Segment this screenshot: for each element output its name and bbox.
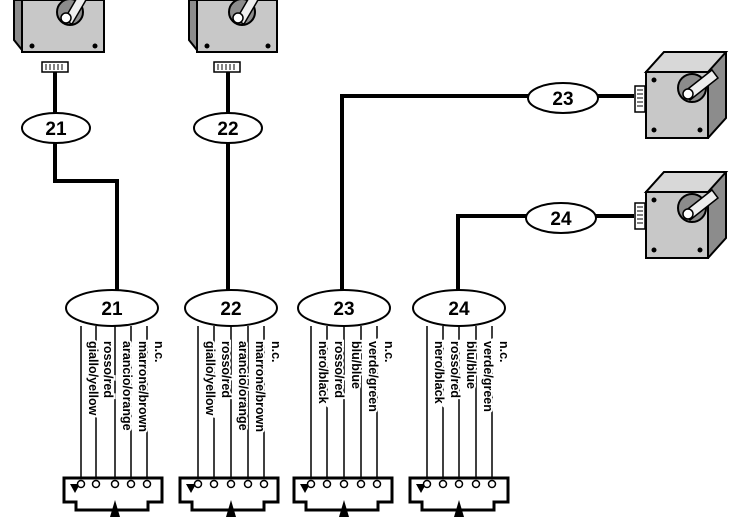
connector-label: 24 [448,299,470,320]
connector-22: 22 giallo/yellow rosso/red arancio/orang… [178,289,285,517]
motor-shaft-icon [56,0,87,26]
terminal-block-icon [62,476,164,512]
cable-label-23: 23 [527,82,599,114]
connector-24: 24 nero/black rosso/red blu/blue verde/g… [408,289,513,517]
wire-label: verde/green [481,341,495,412]
wire-label: arancio/orange [120,341,134,431]
terminal-block-icon [408,476,510,512]
triangle-marker-icon [110,500,120,517]
cable-label-text: 22 [217,119,238,140]
motor-23 [634,51,729,139]
wire-label: arancio/orange [236,341,250,431]
terminal-block-icon [292,476,394,512]
cable-label-text: 21 [45,119,67,140]
wire-labels: nero/black rosso/red blu/blue verde/gree… [314,339,398,414]
wire-label: rosso/red [219,341,233,398]
connector-label: 23 [333,299,354,320]
connector-23: 23 nero/black rosso/red blu/blue verde/g… [292,289,398,517]
wire-label: n.c. [497,341,511,363]
motor-shaft-icon [228,0,259,26]
wire-labels: giallo/yellow rosso/red arancio/orange m… [201,339,285,434]
cable-21 [53,72,119,292]
triangle-marker-icon [454,500,464,517]
wire-label: blu/blue [464,341,478,389]
wire-label: marrone/brown [253,341,267,432]
motor-shaft-icon [677,188,720,223]
wire-label: n.c. [382,341,396,363]
wire-labels: nero/black rosso/red blu/blue verde/gree… [430,339,513,414]
wire-label: rosso/red [332,341,346,398]
terminal-block-icon [178,476,280,512]
triangle-marker-icon [226,500,236,517]
wire-label: nero/black [316,341,330,404]
wire-label: rosso/red [101,341,115,398]
triangle-marker-icon [339,500,349,517]
wire-label: verde/green [366,341,380,412]
motor-21 [13,0,105,73]
cable-label-21: 21 [21,112,91,144]
wire-label: nero/black [432,341,446,404]
wire-label: n.c. [269,341,283,363]
motor-22 [188,0,278,73]
wire-label: marrone/brown [136,341,150,432]
connector-21: 21 giallo/yellow rosso/red arancio/orang… [62,289,168,517]
cable-label-24: 24 [525,202,597,234]
wire-label: rosso/red [448,341,462,398]
connector-label: 21 [101,299,123,320]
cable-label-text: 23 [552,89,573,110]
cable-label-text: 24 [550,209,572,230]
wire-label: n.c. [152,341,166,363]
connector-label: 22 [220,299,241,320]
wire-labels: giallo/yellow rosso/red arancio/orange m… [84,339,168,434]
motor-24 [634,171,729,259]
cable-label-22: 22 [193,112,263,144]
motor-shaft-icon [677,68,720,103]
wire-label: giallo/yellow [203,341,217,416]
wire-label: giallo/yellow [86,341,100,416]
wire-label: blu/blue [349,341,363,389]
cable-23 [340,94,634,292]
